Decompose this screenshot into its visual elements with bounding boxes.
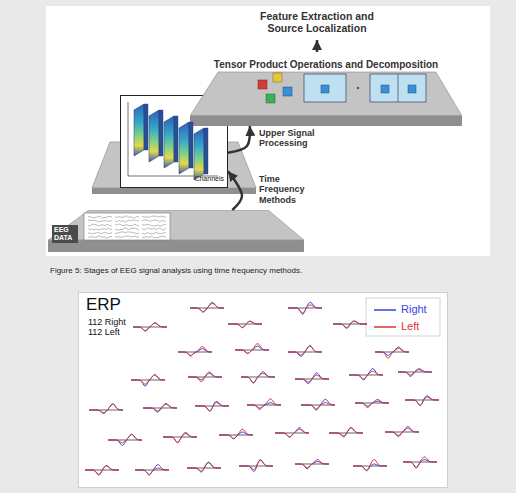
matrix-blocks: [304, 74, 426, 102]
erp-waveforms: [85, 302, 439, 475]
legend-box: [366, 298, 440, 336]
stage-title: Tensor Product Operations and Decomposit…: [214, 59, 438, 71]
erp-panel-shape: [78, 292, 448, 488]
tensor-box: Channels: [120, 95, 228, 188]
tensor-box-shape: [120, 95, 228, 188]
trial-count: 112 Right 112 Left: [88, 317, 142, 338]
process-arrow: [228, 126, 250, 153]
tensor-cubes: [258, 73, 292, 103]
box-outline: [121, 96, 228, 188]
plot-title: ERP: [86, 295, 121, 315]
eeg-sheet: [84, 213, 170, 240]
axis-line: [128, 102, 129, 176]
axis-label: Channels: [194, 175, 224, 183]
figure-panel: [46, 6, 490, 256]
box-outline: [79, 293, 448, 488]
platform-front: [92, 188, 256, 194]
process-arrow: [228, 171, 242, 210]
platform-face: [48, 240, 304, 252]
erp-panel: ERP112 Right 112 Left: [78, 292, 448, 488]
tensor-platform: Tensor Product Operations and Decomposit…: [190, 54, 462, 126]
eeg-platform: EEG DATA: [48, 210, 304, 252]
legend-line: [372, 321, 398, 333]
eeg-platform-shape: [48, 210, 304, 252]
tensor-slabs: [134, 104, 208, 180]
platform-face: [48, 210, 304, 240]
platform-face: [190, 72, 462, 116]
legend-text: Right: [401, 303, 427, 316]
arrow-label: Time Frequency Methods: [258, 174, 316, 205]
eeg-traces: [88, 216, 166, 238]
arrow-label: Upper Signal Processing: [258, 128, 316, 149]
data-tag: EEG DATA: [52, 225, 78, 243]
output-arrow: [316, 40, 319, 52]
figure-caption: Figure 5: Stages of EEG signal analysis …: [50, 266, 302, 275]
legend-text: Left: [401, 320, 419, 333]
legend-line: [372, 304, 398, 316]
output-stage: Feature Extraction and Source Localizati…: [244, 10, 390, 34]
platform-face: [190, 116, 462, 126]
